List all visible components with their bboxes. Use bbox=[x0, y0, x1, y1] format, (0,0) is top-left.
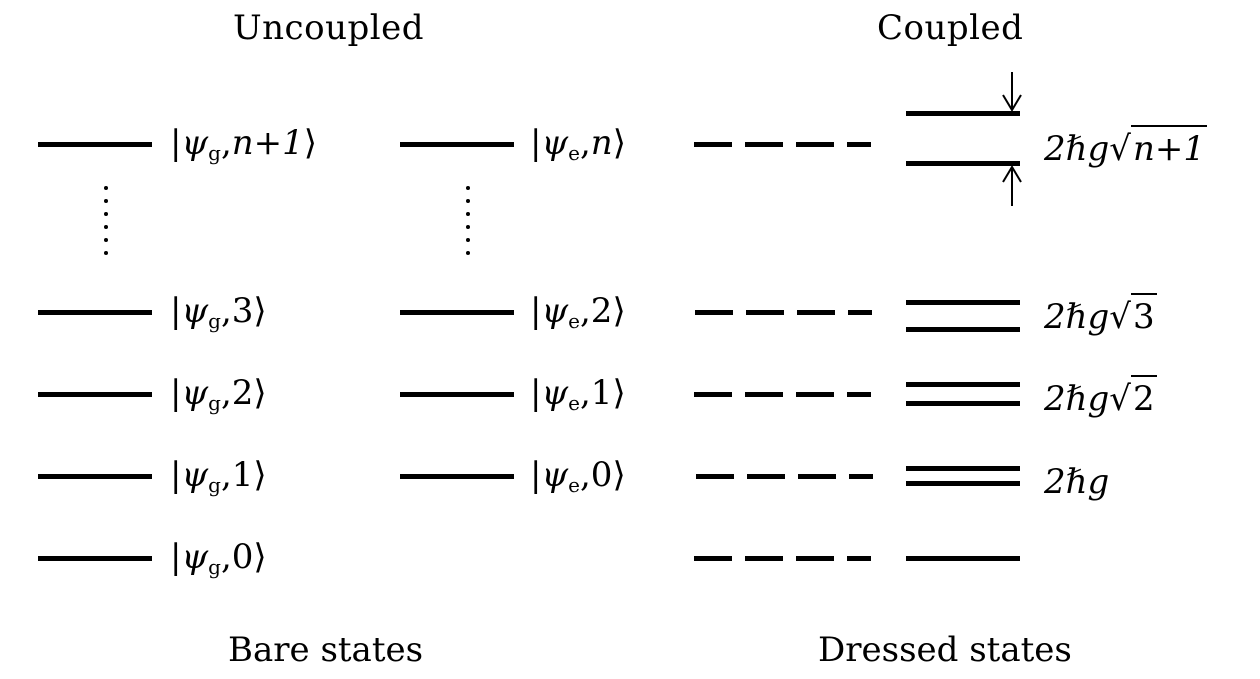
dressed-level-3-upper bbox=[906, 300, 1020, 305]
ket-g-0: |ψg,0⟩ bbox=[170, 537, 267, 579]
splitting-prefix: 2ℏg bbox=[1044, 462, 1110, 502]
ket-index: 0 bbox=[231, 537, 254, 577]
ket-index: 2 bbox=[231, 373, 254, 413]
splitting-sqrt-arg: 3 bbox=[1130, 293, 1157, 337]
ket-subscript: e bbox=[568, 309, 580, 333]
ket-index: 3 bbox=[231, 291, 254, 331]
ket-subscript: e bbox=[568, 391, 580, 415]
psi-symbol: ψ bbox=[541, 455, 569, 495]
psi-symbol: ψ bbox=[181, 455, 209, 495]
psi-symbol: ψ bbox=[541, 291, 569, 331]
ket-subscript: g bbox=[208, 309, 221, 333]
ket-subscript: g bbox=[208, 141, 221, 165]
excited-level-2 bbox=[400, 310, 514, 315]
excited-level-0 bbox=[400, 474, 514, 479]
ket-e-2: |ψe,2⟩ bbox=[530, 291, 626, 333]
dressed-level-2-upper bbox=[906, 382, 1020, 387]
dressed-level-1-lower bbox=[906, 481, 1020, 486]
ket-index: 1 bbox=[231, 455, 254, 495]
psi-symbol: ψ bbox=[181, 373, 209, 413]
splitting-label-3: 2ℏg√3 bbox=[1044, 293, 1157, 337]
dressed-level-3-lower bbox=[906, 327, 1020, 332]
coupled-header: Coupled bbox=[877, 8, 1024, 48]
ket-index: 2 bbox=[590, 291, 613, 331]
ket-g-1: |ψg,1⟩ bbox=[170, 455, 267, 497]
dressed-level-n-lower bbox=[906, 161, 1020, 166]
ket-e-0: |ψe,0⟩ bbox=[530, 455, 626, 497]
dressed-states-caption: Dressed states bbox=[818, 630, 1072, 670]
excited-ellipsis-dots bbox=[466, 186, 470, 264]
excited-level-n bbox=[400, 142, 514, 147]
ket-subscript: g bbox=[208, 473, 221, 497]
ket-index: n+1 bbox=[231, 123, 304, 163]
psi-symbol: ψ bbox=[181, 537, 209, 577]
dressed-level-2-lower bbox=[906, 401, 1020, 406]
up-arrow-icon bbox=[1002, 165, 1022, 206]
dressed-level-0 bbox=[906, 556, 1020, 561]
ket-e-1: |ψe,1⟩ bbox=[530, 373, 626, 415]
down-arrow-icon bbox=[1002, 72, 1022, 112]
ground-level-n-plus-1 bbox=[38, 142, 152, 147]
ket-subscript: g bbox=[208, 391, 221, 415]
dressed-level-1-upper bbox=[906, 466, 1020, 471]
splitting-sqrt-arg: 2 bbox=[1130, 375, 1157, 419]
splitting-prefix: 2ℏg bbox=[1044, 129, 1110, 169]
bare-states-caption: Bare states bbox=[228, 630, 424, 670]
splitting-sqrt-arg: n+1 bbox=[1130, 125, 1207, 169]
splitting-prefix: 2ℏg bbox=[1044, 297, 1110, 337]
ket-e-n: |ψe,n⟩ bbox=[530, 123, 626, 165]
ket-g-2: |ψg,2⟩ bbox=[170, 373, 267, 415]
psi-symbol: ψ bbox=[181, 123, 209, 163]
ket-subscript: e bbox=[568, 141, 580, 165]
ground-level-0 bbox=[38, 556, 152, 561]
ket-subscript: g bbox=[208, 555, 221, 579]
splitting-label-n: 2ℏg√n+1 bbox=[1044, 125, 1207, 169]
ket-g-3: |ψg,3⟩ bbox=[170, 291, 267, 333]
ket-index: 1 bbox=[590, 373, 613, 413]
psi-symbol: ψ bbox=[541, 373, 569, 413]
psi-symbol: ψ bbox=[541, 123, 569, 163]
excited-level-1 bbox=[400, 392, 514, 397]
ground-level-2 bbox=[38, 392, 152, 397]
ket-index: n bbox=[590, 123, 613, 163]
dressed-level-n-upper bbox=[906, 111, 1020, 116]
uncoupled-header: Uncoupled bbox=[233, 8, 424, 48]
ket-index: 0 bbox=[590, 455, 613, 495]
ground-level-3 bbox=[38, 310, 152, 315]
ground-ellipsis-dots bbox=[104, 186, 108, 264]
splitting-label-2: 2ℏg√2 bbox=[1044, 375, 1157, 419]
ground-level-1 bbox=[38, 474, 152, 479]
splitting-prefix: 2ℏg bbox=[1044, 379, 1110, 419]
ket-g-n-plus-1: |ψg,n+1⟩ bbox=[170, 123, 318, 165]
ket-subscript: e bbox=[568, 473, 580, 497]
splitting-label-1: 2ℏg bbox=[1044, 465, 1109, 499]
psi-symbol: ψ bbox=[181, 291, 209, 331]
